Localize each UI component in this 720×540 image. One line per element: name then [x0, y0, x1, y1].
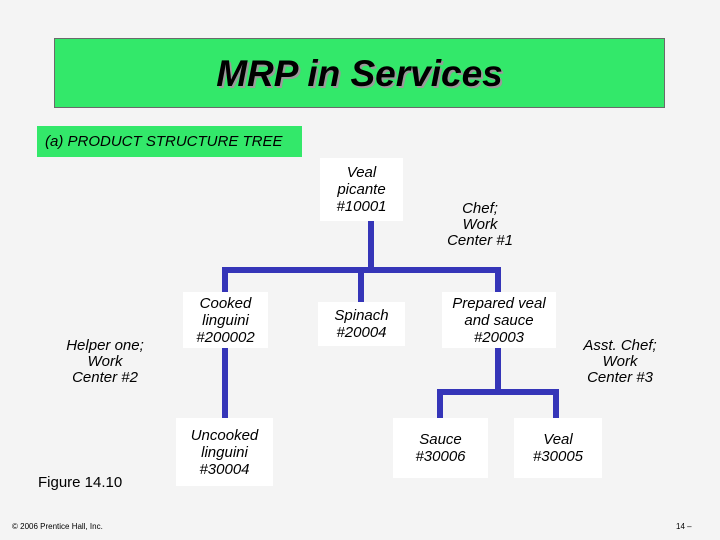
subtitle: (a) PRODUCT STRUCTURE TREE — [45, 133, 283, 150]
node-uncooked-linguini: Uncooked linguini #30004 — [176, 418, 273, 486]
note-asst-chef: Asst. Chef; Work Center #3 — [583, 337, 657, 386]
figure-label: Figure 14.10 — [38, 474, 123, 491]
node-prepared-veal: Prepared veal and sauce #20003 — [442, 292, 556, 348]
node-veal-picante: Veal picante #10001 — [320, 158, 403, 221]
page-title: MRP in Services — [216, 53, 503, 94]
node-cooked-linguini: Cooked linguini #200002 — [183, 292, 268, 348]
page-number: 14 – — [676, 522, 692, 531]
copyright-footer: © 2006 Prentice Hall, Inc. — [12, 522, 103, 531]
node-sauce: Sauce #30006 — [393, 418, 488, 478]
node-veal: Veal #30005 — [514, 418, 602, 478]
title-banner: MRP in Services — [54, 38, 665, 108]
node-spinach: Spinach #20004 — [318, 302, 405, 346]
subtitle-banner: (a) PRODUCT STRUCTURE TREE — [37, 126, 302, 157]
note-helper: Helper one; Work Center #2 — [66, 337, 144, 386]
note-chef: Chef; Work Center #1 — [447, 200, 513, 249]
